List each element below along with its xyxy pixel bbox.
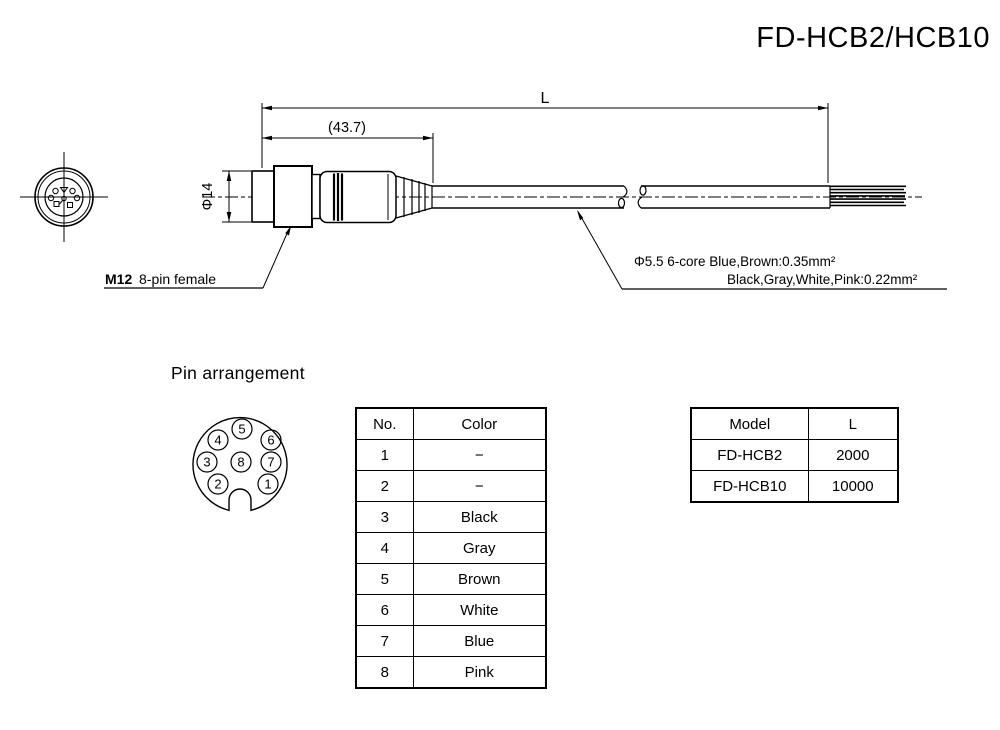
cable-break-left [622, 185, 628, 198]
table-row: 6 White [355, 594, 547, 626]
connector-leader-label: M12 8-pin female [104, 226, 291, 289]
cell: Brown [412, 563, 547, 595]
header-cell: Color [412, 407, 547, 440]
cell: 2 [355, 470, 414, 502]
cell: FD-HCB10 [690, 470, 809, 503]
dimension-43-7: (43.7) [262, 120, 434, 183]
connector-front-view [20, 152, 108, 242]
model-table: Model L FD-HCB2 2000 FD-HCB10 10000 [690, 407, 899, 503]
pin-7: 7 [260, 451, 282, 473]
dimension-L: L [261, 90, 829, 183]
svg-text:7: 7 [267, 455, 274, 470]
drawing-title: FD-HCB2/HCB10 [756, 22, 990, 54]
cell: − [412, 470, 547, 502]
wiring-table: No. Color 1 − 2 − 3 Black 4 Gray 5 Brown [355, 407, 547, 689]
cell: 4 [355, 532, 414, 564]
cable-spec-line2: Black,Gray,White,Pink:0.22mm² [727, 272, 918, 287]
cell: − [412, 439, 547, 471]
svg-text:5: 5 [238, 422, 245, 437]
wiring-header-row: No. Color [355, 407, 547, 440]
cell: 2000 [807, 439, 899, 471]
cell: 1 [355, 439, 414, 471]
table-row: 4 Gray [355, 532, 547, 564]
table-row: 8 Pink [355, 656, 547, 689]
table-row: 5 Brown [355, 563, 547, 595]
cell: 10000 [807, 470, 899, 503]
dimension-phi14: Φ14 [200, 170, 251, 223]
header-cell: Model [690, 407, 809, 440]
table-row: FD-HCB2 2000 [690, 439, 899, 471]
cable-break-right [637, 196, 643, 209]
pin-8: 8 [230, 451, 252, 473]
dim-43-7-label: (43.7) [328, 120, 366, 136]
dim-phi14-label: Φ14 [200, 183, 216, 211]
svg-text:4: 4 [214, 433, 221, 448]
cell: 3 [355, 501, 414, 533]
cable-frayed-end [830, 185, 906, 207]
pin-arrangement-heading: Pin arrangement [171, 363, 305, 383]
cell: 6 [355, 594, 414, 626]
table-row: FD-HCB10 10000 [690, 470, 899, 503]
table-row: 3 Black [355, 501, 547, 533]
pin-3: 3 [196, 451, 218, 473]
cell: 5 [355, 563, 414, 595]
svg-text:2: 2 [214, 477, 221, 492]
svg-text:6: 6 [267, 433, 274, 448]
connector-label-text: 8-pin female [139, 271, 216, 287]
cell: White [412, 594, 547, 626]
dim-L-label: L [541, 90, 550, 107]
cell: Pink [412, 656, 547, 689]
table-row: 7 Blue [355, 625, 547, 657]
pin-6: 6 [260, 429, 282, 451]
cable-spec-line1: Φ5.5 6-core Blue,Brown:0.35mm² [634, 254, 836, 269]
header-cell: L [807, 407, 899, 440]
cell: Gray [412, 532, 547, 564]
svg-text:3: 3 [203, 455, 210, 470]
header-cell: No. [355, 407, 414, 440]
connector-side-view [202, 165, 922, 228]
pin-2: 2 [207, 473, 229, 495]
pin-4: 4 [207, 429, 229, 451]
pin-arrangement-diagram: 1 2 3 4 5 6 7 [192, 416, 288, 512]
table-row: 2 − [355, 470, 547, 502]
keyway-mark [59, 187, 69, 194]
svg-text:8: 8 [237, 455, 244, 470]
cell: 8 [355, 656, 414, 689]
cable [432, 185, 906, 209]
cell: FD-HCB2 [690, 439, 809, 471]
model-header-row: Model L [690, 407, 899, 440]
connector-face-outline [192, 416, 288, 512]
cell: Blue [412, 625, 547, 657]
svg-text:1: 1 [264, 477, 271, 492]
table-row: 1 − [355, 439, 547, 471]
cell: Black [412, 501, 547, 533]
pin-5: 5 [231, 418, 253, 440]
cable-spec-annotation: Φ5.5 6-core Blue,Brown:0.35mm² Black,Gra… [577, 210, 947, 290]
cell: 7 [355, 625, 414, 657]
pin-1: 1 [257, 473, 279, 495]
connector-label-model: M12 [105, 271, 132, 287]
